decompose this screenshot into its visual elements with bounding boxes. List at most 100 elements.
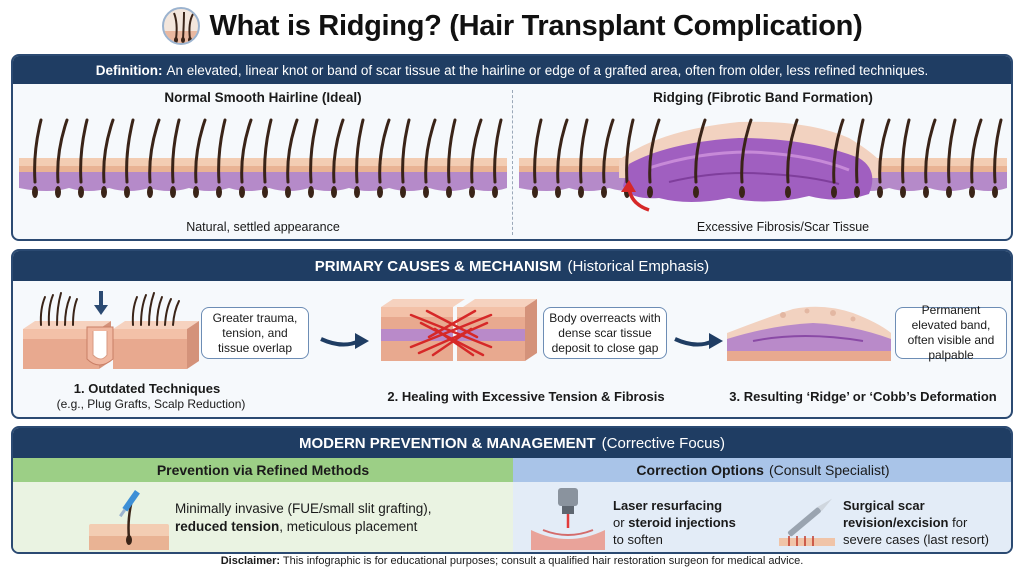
hair-bulb <box>900 186 906 198</box>
hair-bulb <box>354 186 360 198</box>
hair-bulb <box>262 186 268 198</box>
disclaimer-label: Disclaimer: <box>220 555 281 567</box>
plug-graft-illustration <box>23 291 199 369</box>
correction-section: Correction Options (Consult Specialist) … <box>513 458 1011 552</box>
surgery-tail: for severe cases (last resort) <box>843 514 989 547</box>
hair-strand <box>533 118 543 184</box>
prevention-text-2: , meticulous placement <box>279 519 418 535</box>
disclaimer-text: This infographic is for educational purp… <box>282 555 804 567</box>
correction-option-surgery: Surgical scar revision/excision for seve… <box>843 498 1008 549</box>
hair-strand <box>602 118 615 184</box>
hair-strand <box>901 118 911 184</box>
prevention-panel: MODERN PREVENTION & MANAGEMENT (Correcti… <box>11 426 1013 554</box>
hair-bulb <box>193 186 199 198</box>
cause-step-3-label: 3. Resulting ‘Ridge’ or ‘Cobb’s Deformat… <box>729 389 997 404</box>
hair-bulb <box>216 186 222 198</box>
hair-strand <box>217 118 227 184</box>
flow-arrow-icon <box>320 333 369 349</box>
hair-bulb <box>739 186 745 198</box>
hair-bulb <box>32 186 38 198</box>
hair-strand <box>970 118 983 184</box>
hair-strand <box>424 118 437 184</box>
hair-strand <box>194 118 207 184</box>
hair-strand <box>79 118 89 184</box>
hair-strand <box>694 118 707 184</box>
hair-strand <box>102 118 115 184</box>
hair-strand <box>125 118 135 184</box>
cause-step-1-label: 1. Outdated Techniques <box>73 381 221 396</box>
definition-text: An elevated, linear knot or band of scar… <box>166 62 929 78</box>
tension-fibrosis-illustration <box>381 299 537 361</box>
comparison-divider <box>512 90 513 235</box>
hair-strand <box>579 118 589 184</box>
hair-strand <box>947 118 957 184</box>
prevention-text: Minimally invasive (FUE/small slit graft… <box>175 500 495 536</box>
correction-option-laser: Laser resurfacing or steroid injections … <box>613 498 753 549</box>
hair-strand <box>625 118 635 184</box>
hair-follicle-icon <box>161 7 200 45</box>
prevention-head: Prevention via Refined Methods <box>13 458 513 482</box>
hair-bulb <box>601 186 607 198</box>
surgery-label: Surgical scar revision/excision <box>843 498 949 530</box>
hair-bulb <box>877 186 883 198</box>
definition-panel: Definition: An elevated, linear knot or … <box>11 54 1013 241</box>
hair-bulb <box>55 186 61 198</box>
fue-graft-icon <box>89 490 169 550</box>
normal-hairline-section: Normal Smooth Hairline (Ideal) Natural, … <box>13 84 513 239</box>
causes-subtitle: (Historical Emphasis) <box>567 257 710 275</box>
hair-strand <box>832 118 845 184</box>
hair-strand <box>240 118 253 184</box>
hair-bulb <box>446 186 452 198</box>
laser-or: or <box>613 514 625 530</box>
causes-panel: PRIMARY CAUSES & MECHANISM (Historical E… <box>11 249 1013 419</box>
hair-bulb <box>532 186 538 198</box>
hair-bulb <box>785 186 791 198</box>
hair-bulb <box>969 186 975 198</box>
hair-strand <box>878 118 891 184</box>
scalpel-icon <box>779 498 835 546</box>
hair-strand <box>470 118 483 184</box>
hair-strand <box>556 118 569 184</box>
prevention-header: MODERN PREVENTION & MANAGEMENT (Correcti… <box>13 428 1011 458</box>
cause-callout-1: Greater trauma, tension, and tissue over… <box>201 307 309 359</box>
prevention-section: Prevention via Refined Methods Minimally… <box>13 458 513 552</box>
correction-head-label: Correction Options <box>636 462 764 478</box>
normal-skin-illustration <box>19 118 507 198</box>
hair-bulb <box>946 186 952 198</box>
ridging-title: Ridging (Fibrotic Band Formation) <box>653 90 873 105</box>
hair-bulb <box>647 186 653 198</box>
hair-bulb <box>239 186 245 198</box>
hair-bulb <box>469 186 475 198</box>
cause-callout-2: Body overreacts with dense scar tissue d… <box>543 307 667 359</box>
cause-callout-3: Permanent elevated band, often visible a… <box>895 303 1007 362</box>
hair-strand <box>378 118 391 184</box>
ridge-result-illustration <box>727 306 891 361</box>
laser-label: Laser resurfacing <box>613 498 723 513</box>
prevention-text-1: Minimally invasive (FUE/small slit graft… <box>175 501 432 516</box>
laser-icon <box>531 488 605 550</box>
hair-bulb <box>101 186 107 198</box>
hair-bulb <box>693 186 699 198</box>
ridging-skin-illustration <box>519 118 1007 212</box>
hair-strand <box>56 118 69 184</box>
hair-bulb <box>331 186 337 198</box>
hair-bulb <box>308 186 314 198</box>
definition-bar: Definition: An elevated, linear knot or … <box>13 56 1011 84</box>
causes-header: PRIMARY CAUSES & MECHANISM (Historical E… <box>13 251 1011 281</box>
hair-bulb <box>285 186 291 198</box>
hair-strand <box>924 118 937 184</box>
prevention-subtitle: (Corrective Focus) <box>601 434 726 452</box>
hair-bulb <box>555 186 561 198</box>
hair-bulb <box>831 186 837 198</box>
ridging-caption: Excessive Fibrosis/Scar Tissue <box>696 220 870 234</box>
hair-strand <box>855 118 865 184</box>
hair-strand <box>993 118 1003 184</box>
hair-strand <box>286 118 299 184</box>
hair-strand <box>263 118 273 184</box>
hair-bulb <box>78 186 84 198</box>
normal-hairline-title: Normal Smooth Hairline (Ideal) <box>164 90 362 105</box>
hair-strand <box>740 118 753 184</box>
cause-step-1-sub: (e.g., Plug Grafts, Scalp Reduction) <box>56 397 246 411</box>
cause-step-2-label: 2. Healing with Excessive Tension & Fibr… <box>387 389 665 404</box>
hair-bulb <box>170 186 176 198</box>
